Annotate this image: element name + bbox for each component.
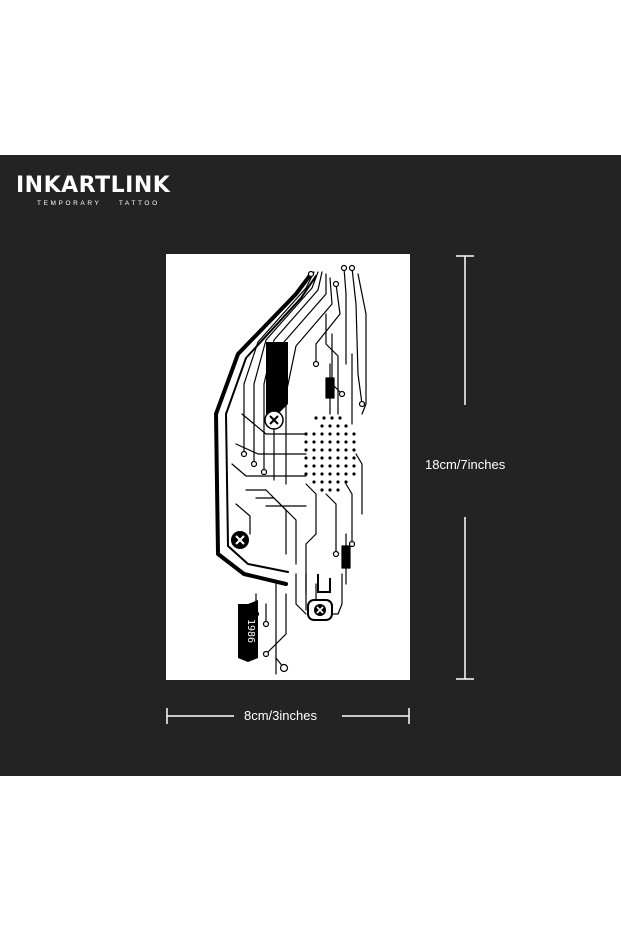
tattoo-card: 1986: [166, 254, 410, 680]
chip-label: 1986: [245, 619, 256, 643]
width-dimension-line: [166, 708, 410, 724]
height-label: 18cm/7inches: [425, 457, 506, 472]
brand-logo: INKARTLINK: [16, 173, 171, 198]
chip-1986: 1986: [238, 600, 258, 662]
circuit-tattoo-artwork: 1986: [214, 264, 367, 675]
width-label: 8cm/3inches: [244, 708, 317, 723]
height-dimension-line: [456, 255, 474, 680]
product-panel: INKARTLINK TEMPORARY TATTOO: [0, 155, 621, 776]
circuit-dot-grid: [304, 416, 356, 492]
brand-tagline: TEMPORARY TATTOO: [37, 200, 160, 207]
